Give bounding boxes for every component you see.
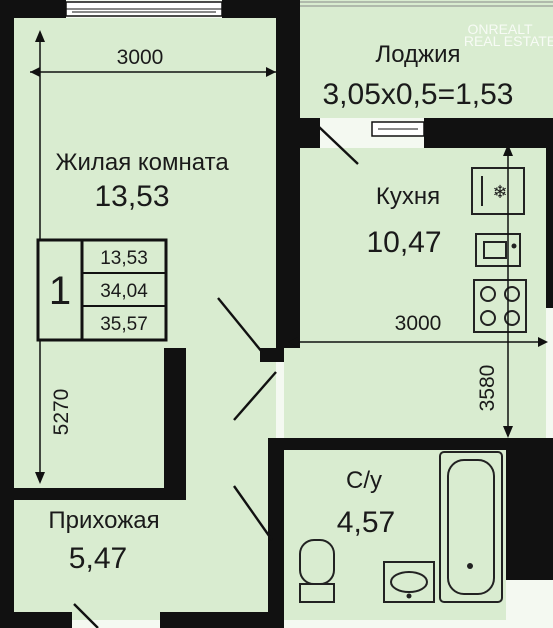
summary-total-area: 34,04 — [100, 281, 148, 302]
living-length-label: 5270 — [50, 389, 73, 436]
washbasin-icon — [383, 561, 435, 603]
corridor-floor — [186, 348, 276, 488]
hall-area: 5,47 — [69, 542, 127, 575]
living-width-label: 3000 — [117, 46, 164, 69]
living-lower-floor — [14, 348, 186, 488]
living-room-name: Жилая комната — [55, 149, 229, 176]
doors — [73, 297, 277, 628]
svg-text:❄: ❄ — [492, 182, 507, 202]
watermark-sub: REAL ESTATE — [464, 33, 553, 49]
loggia-area: 3,05х0,5=1,53 — [322, 78, 513, 111]
hall-floor — [14, 488, 276, 620]
living-window — [65, 1, 223, 17]
living-room-area: 13,53 — [94, 180, 169, 213]
kitchen-floor — [284, 148, 546, 438]
kitchen-length-label: 3580 — [476, 365, 499, 412]
bath-area: 4,57 — [337, 506, 395, 539]
bathtub-icon — [439, 451, 503, 603]
rooms-count: 1 — [49, 269, 71, 313]
toilet-icon — [299, 539, 335, 603]
summary-total-with-loggia: 35,57 — [100, 314, 148, 335]
fridge-icon: ❄ — [471, 167, 525, 215]
summary-table — [36, 238, 168, 342]
bath-name: С/у — [346, 467, 382, 494]
summary-living-area: 13,53 — [100, 248, 148, 269]
bath-floor — [284, 448, 506, 620]
loggia-door — [317, 121, 425, 165]
kitchen-width-label: 3000 — [395, 312, 442, 335]
watermark-brand: ONREALT — [467, 21, 533, 37]
loggia-name: Лоджия — [375, 41, 460, 68]
hall-name: Прихожая — [48, 507, 159, 534]
kitchen-name: Кухня — [376, 183, 440, 210]
stove-icon — [473, 279, 527, 333]
loggia-floor — [300, 0, 553, 118]
loggia-window — [300, 1, 553, 7]
kitchen-area: 10,47 — [366, 226, 441, 259]
sink-icon — [475, 233, 521, 267]
